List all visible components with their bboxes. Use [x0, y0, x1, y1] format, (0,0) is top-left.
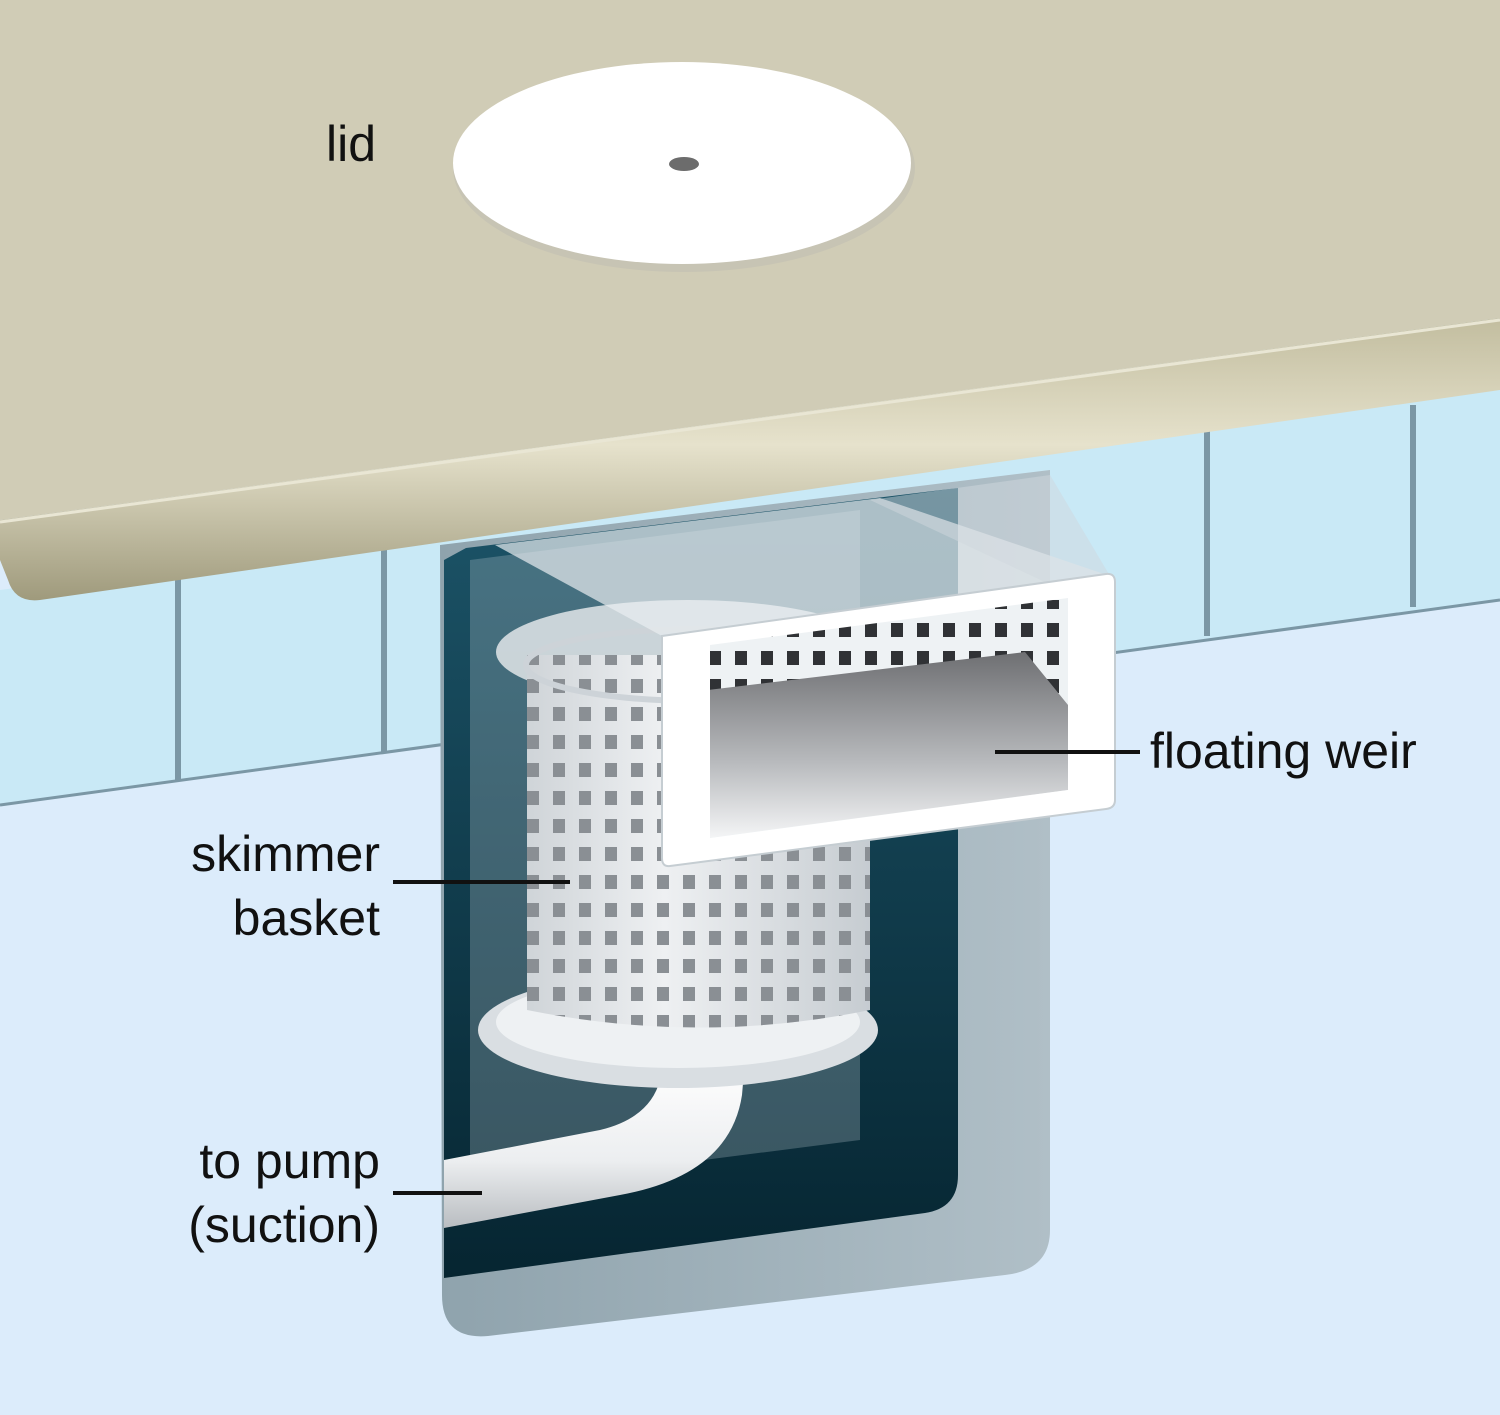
floating-weir-label: floating weir	[1150, 723, 1417, 779]
lid-hole	[669, 157, 699, 171]
skimmer-basket-label-line2: basket	[232, 890, 380, 946]
weir-flap	[710, 652, 1068, 838]
skimmer-basket-label-line1: skimmer	[191, 826, 380, 882]
weir-tunnel	[495, 475, 1110, 636]
pool-coping	[0, 318, 1500, 601]
floating-weir	[661, 572, 1116, 868]
skimmer-lid	[453, 62, 915, 272]
suction-pipe	[444, 1060, 745, 1228]
lid-label: lid	[326, 116, 377, 172]
to-pump-label-line1: to pump	[199, 1133, 380, 1189]
to-pump-label-line2: (suction)	[188, 1197, 380, 1253]
